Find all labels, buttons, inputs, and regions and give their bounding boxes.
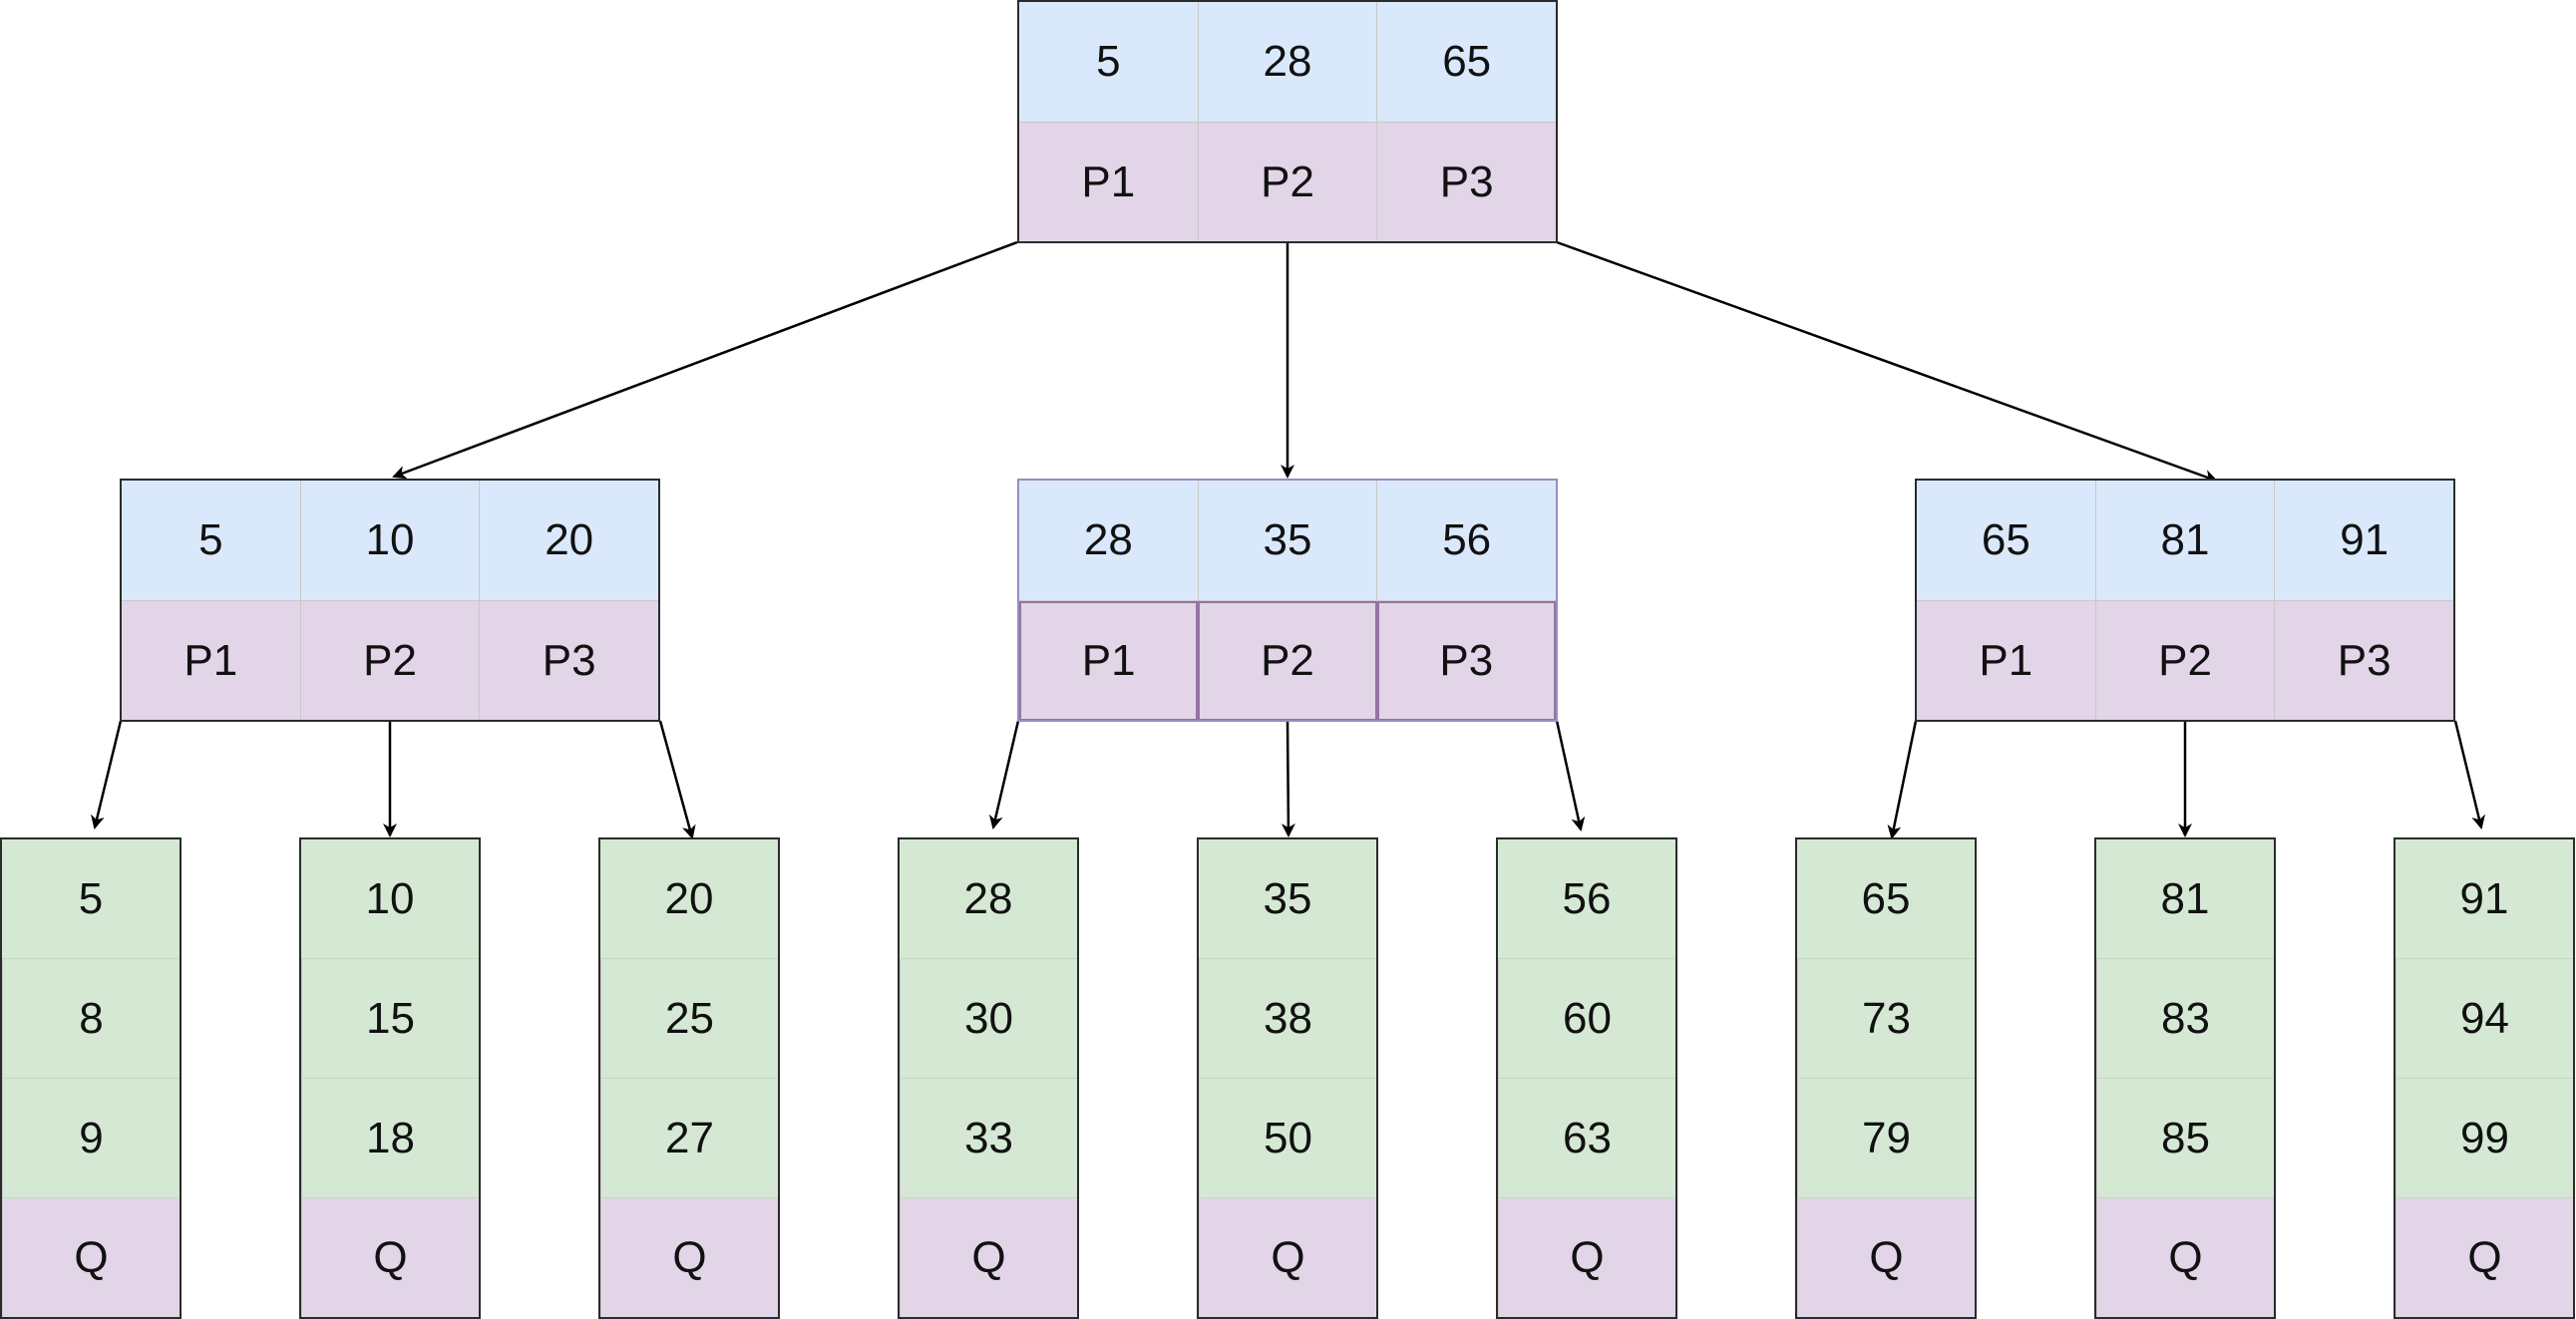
leaf-node-1: 5 8 9 Q bbox=[0, 837, 182, 1319]
leaf-value: 38 bbox=[1199, 959, 1376, 1079]
leaf-node-6: 56 60 63 Q bbox=[1496, 837, 1677, 1319]
leaf-value: 91 bbox=[2395, 839, 2573, 959]
leaf-node-2: 10 15 18 Q bbox=[299, 837, 481, 1319]
leaf-value: 9 bbox=[2, 1079, 180, 1198]
leaf-value: 73 bbox=[1797, 959, 1975, 1079]
internal-key: 56 bbox=[1376, 481, 1556, 600]
internal-pointer: P1 bbox=[122, 601, 300, 720]
internal-key: 10 bbox=[299, 481, 480, 600]
internal-pointer-row: P1 P2 P3 bbox=[122, 600, 658, 720]
leaf-value: 56 bbox=[1498, 839, 1675, 959]
leaf-next-pointer: Q bbox=[2395, 1198, 2573, 1317]
leaf-node-3: 20 25 27 Q bbox=[598, 837, 780, 1319]
leaf-next-pointer: Q bbox=[1498, 1198, 1675, 1317]
internal-key: 20 bbox=[479, 481, 658, 600]
root-pointer: P1 bbox=[1019, 123, 1198, 241]
root-pointer-row: P1 P2 P3 bbox=[1019, 122, 1556, 241]
leaf-value: 5 bbox=[2, 839, 180, 959]
root-key: 28 bbox=[1197, 2, 1377, 122]
internal-pointer-row: P1 P2 P3 bbox=[1019, 600, 1556, 720]
edge-node-3-to-leaf-9 bbox=[2453, 720, 2485, 829]
root-pointer: P3 bbox=[1376, 123, 1556, 241]
internal-key: 35 bbox=[1197, 481, 1377, 600]
leaf-value: 10 bbox=[301, 839, 479, 959]
leaf-value: 15 bbox=[301, 959, 479, 1079]
edge-node-1-to-leaf-3 bbox=[658, 720, 696, 839]
internal-node-3: 65 81 91 P1 P2 P3 bbox=[1915, 479, 2455, 722]
internal-pointer: P3 bbox=[479, 601, 658, 720]
edge-node-3-to-leaf-7 bbox=[1887, 720, 1918, 839]
leaf-next-pointer: Q bbox=[600, 1198, 778, 1317]
internal-key-row: 65 81 91 bbox=[1917, 481, 2453, 600]
edge-node-2-to-leaf-6 bbox=[1555, 720, 1586, 831]
root-pointer: P2 bbox=[1197, 123, 1377, 241]
leaf-next-pointer: Q bbox=[2, 1198, 180, 1317]
leaf-value: 63 bbox=[1498, 1079, 1675, 1198]
leaf-value: 65 bbox=[1797, 839, 1975, 959]
leaf-value: 94 bbox=[2395, 959, 2573, 1079]
internal-pointer: P2 bbox=[299, 601, 480, 720]
root-key-row: 5 28 65 bbox=[1019, 2, 1556, 122]
internal-key: 65 bbox=[1917, 481, 2095, 600]
leaf-value: 18 bbox=[301, 1079, 479, 1198]
leaf-value: 28 bbox=[900, 839, 1077, 959]
leaf-value: 79 bbox=[1797, 1079, 1975, 1198]
edge-root-to-node-1 bbox=[392, 240, 1018, 480]
leaf-next-pointer: Q bbox=[1199, 1198, 1376, 1317]
internal-pointer: P2 bbox=[1198, 601, 1377, 720]
leaf-value: 27 bbox=[600, 1079, 778, 1198]
internal-key: 91 bbox=[2274, 481, 2453, 600]
leaf-node-4: 28 30 33 Q bbox=[898, 837, 1079, 1319]
leaf-value: 81 bbox=[2096, 839, 2274, 959]
leaf-value: 8 bbox=[2, 959, 180, 1079]
internal-node-2: 28 35 56 P1 P2 P3 bbox=[1017, 479, 1558, 722]
edge-root-to-node-3 bbox=[1556, 240, 2218, 484]
root-key: 65 bbox=[1376, 2, 1556, 122]
leaf-value: 85 bbox=[2096, 1079, 2274, 1198]
leaf-node-9: 91 94 99 Q bbox=[2393, 837, 2575, 1319]
root-key: 5 bbox=[1019, 2, 1198, 122]
internal-key-row: 5 10 20 bbox=[122, 481, 658, 600]
leaf-node-7: 65 73 79 Q bbox=[1795, 837, 1977, 1319]
internal-pointer: P3 bbox=[2274, 601, 2453, 720]
root-node: 5 28 65 P1 P2 P3 bbox=[1017, 0, 1558, 243]
internal-key: 28 bbox=[1019, 481, 1198, 600]
leaf-value: 20 bbox=[600, 839, 778, 959]
leaf-node-8: 81 83 85 Q bbox=[2094, 837, 2276, 1319]
leaf-next-pointer: Q bbox=[900, 1198, 1077, 1317]
leaf-value: 25 bbox=[600, 959, 778, 1079]
internal-pointer: P1 bbox=[1019, 601, 1199, 720]
edge-node-2-to-leaf-4 bbox=[988, 720, 1020, 829]
internal-pointer: P3 bbox=[1376, 601, 1556, 720]
leaf-value: 83 bbox=[2096, 959, 2274, 1079]
leaf-value: 50 bbox=[1199, 1079, 1376, 1198]
leaf-node-5: 35 38 50 Q bbox=[1197, 837, 1378, 1319]
leaf-value: 60 bbox=[1498, 959, 1675, 1079]
leaf-value: 33 bbox=[900, 1079, 1077, 1198]
internal-key: 5 bbox=[122, 481, 300, 600]
internal-pointer: P2 bbox=[2094, 601, 2275, 720]
internal-key: 81 bbox=[2094, 481, 2275, 600]
leaf-next-pointer: Q bbox=[2096, 1198, 2274, 1317]
leaf-value: 35 bbox=[1199, 839, 1376, 959]
leaf-value: 30 bbox=[900, 959, 1077, 1079]
internal-pointer: P1 bbox=[1917, 601, 2095, 720]
internal-pointer-row: P1 P2 P3 bbox=[1917, 600, 2453, 720]
leaf-next-pointer: Q bbox=[301, 1198, 479, 1317]
edge-node-1-to-leaf-1 bbox=[91, 720, 123, 829]
leaf-next-pointer: Q bbox=[1797, 1198, 1975, 1317]
leaf-value: 99 bbox=[2395, 1079, 2573, 1198]
internal-node-1: 5 10 20 P1 P2 P3 bbox=[120, 479, 660, 722]
internal-key-row: 28 35 56 bbox=[1019, 481, 1556, 600]
